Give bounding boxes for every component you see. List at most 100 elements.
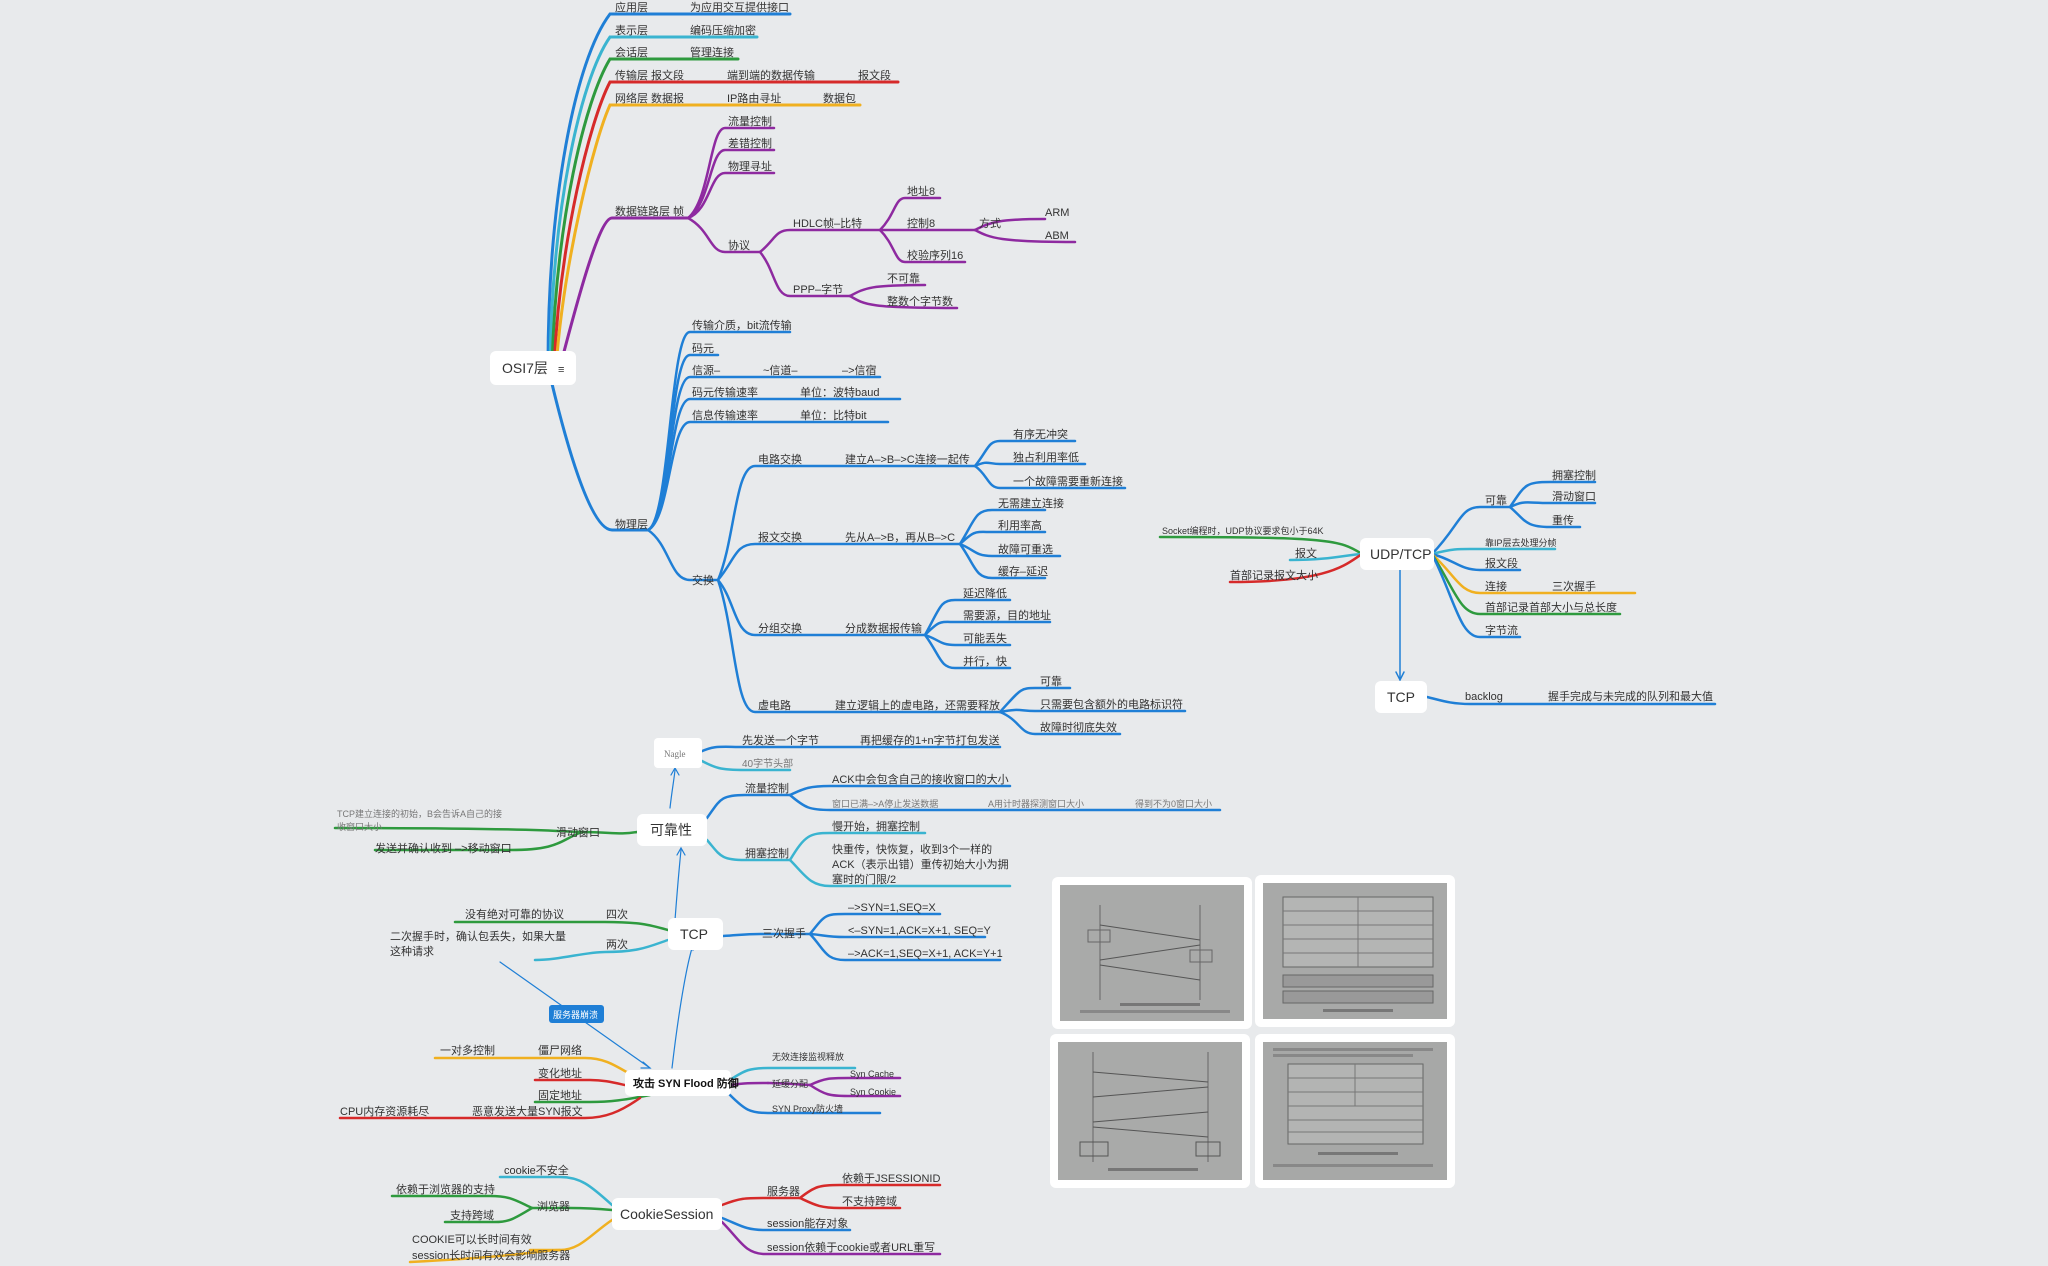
connector-line	[808, 932, 1002, 962]
node-label: session长时间有效会影响服务器	[412, 1248, 570, 1262]
photo-tcp-handshake-diagram[interactable]	[1052, 877, 1252, 1029]
osi-root-node[interactable]	[490, 351, 576, 385]
cookie-session-node[interactable]	[612, 1198, 722, 1230]
reliability-node[interactable]	[637, 814, 707, 846]
connector-line	[973, 464, 1127, 490]
node-label: 得到不为0窗口大小	[1135, 798, 1212, 809]
node-label: 地址8	[907, 184, 935, 198]
connector-line	[1430, 552, 1637, 595]
node-label: 报文交换	[758, 530, 802, 544]
connector-line	[333, 826, 584, 834]
node-label: 表示层	[615, 23, 648, 37]
connector-line	[923, 598, 1012, 637]
photo-ip-header-diagram[interactable]	[1255, 1034, 1455, 1188]
node-label: COOKIE可以长时间有效	[412, 1232, 532, 1246]
connector-line	[408, 1248, 562, 1264]
node-label: 建立逻辑上的虚电路，还需要释放	[835, 698, 1000, 712]
osi-labels: 应用层为应用交互提供接口 表示层编码压缩加密 会话层管理连接 传输层 报文段端到…	[615, 0, 1183, 734]
connector-line	[705, 793, 792, 820]
node-label: 拥塞控制	[745, 846, 789, 860]
node-label: PPP–字节	[793, 282, 843, 296]
connector-line	[698, 758, 792, 772]
node-label: 校验序列16	[907, 248, 963, 262]
node-label: 连接	[1485, 580, 1507, 593]
node-label: 可靠	[1485, 493, 1507, 507]
connector-line	[1395, 671, 1405, 682]
node-label: 单位：波特baud	[800, 385, 879, 399]
connector-line	[958, 508, 1047, 546]
connector-line	[698, 745, 1002, 754]
connector-line	[1508, 480, 1597, 509]
syn-labels: 僵尸网络 一对多控制 变化地址 固定地址 恶意发送大量SYN报文 CPU内存资源…	[340, 1043, 896, 1118]
node-label: 拥塞控制	[1552, 468, 1596, 482]
node-label: 编码压缩加密	[690, 23, 756, 37]
connector-line	[338, 1096, 642, 1120]
node-label: session依赖于cookie或者URL重写	[767, 1240, 935, 1254]
node-label: CPU内存资源耗尽	[340, 1104, 429, 1118]
node-label: 不支持跨域	[842, 1194, 897, 1208]
branch-phys	[546, 365, 650, 532]
node-label: 数据链路层 帧	[615, 204, 684, 218]
udp-root-node[interactable]	[1360, 538, 1434, 570]
node-label: 会话层	[615, 46, 648, 59]
connector-line	[1508, 501, 1597, 509]
connector-line	[669, 769, 676, 809]
node-label: 控制8	[907, 216, 935, 230]
node-label: 物理层	[615, 517, 648, 531]
connector-line	[1430, 552, 1522, 572]
nagle-node[interactable]	[654, 738, 702, 768]
node-label: 可能丢失	[963, 631, 1007, 645]
connector-line	[798, 1183, 942, 1200]
connector-line	[788, 858, 1012, 888]
node-label: ≡	[558, 364, 564, 376]
node-label: 协议	[728, 238, 750, 252]
connector-line	[1158, 535, 1364, 556]
node-label: 首部记录报文大小	[1230, 568, 1318, 582]
tcp-node[interactable]	[668, 918, 723, 950]
branch-sess	[550, 57, 740, 369]
node-label: 窗口已满–>A停止发送数据	[832, 798, 938, 809]
node-label: 依赖于JSESSIONID	[842, 1172, 940, 1185]
server-crash-badge[interactable]	[549, 1005, 604, 1023]
connector-line	[1425, 695, 1717, 706]
branch-net	[554, 103, 862, 369]
connector-line	[443, 1206, 534, 1224]
node-label: 利用率高	[998, 518, 1042, 532]
tcp-backlog-node[interactable]	[1375, 681, 1427, 713]
server-crash-label: 服务器崩溃	[553, 1009, 598, 1020]
node-label: 三次握手	[762, 926, 806, 940]
connector-line	[646, 330, 792, 532]
node-label: –>信宿	[842, 363, 877, 377]
node-label: IP路由寻址	[727, 91, 781, 105]
connector-line	[958, 542, 1062, 558]
node-label: ACK（表示出错）重传初始大小为拥	[832, 857, 1009, 871]
connector-line	[728, 1066, 857, 1082]
connector-line	[716, 578, 927, 637]
node-label: 依赖于浏览器的支持	[396, 1182, 495, 1196]
connector-line	[808, 1076, 902, 1087]
connector-line	[998, 686, 1072, 714]
photo-tcp-header-diagram[interactable]	[1255, 875, 1455, 1027]
node-label: 不可靠	[887, 271, 920, 285]
node-label: 电路交换	[758, 452, 802, 466]
connector-line	[686, 171, 776, 220]
node-label: 字节流	[1485, 623, 1518, 637]
reliability-label: 可靠性	[650, 822, 692, 838]
node-label: 信息传输速率	[692, 408, 758, 422]
syn-flood-node[interactable]	[625, 1070, 731, 1096]
node-label: 分成数据报传输	[845, 621, 922, 635]
cookie-session-labels: cookie不安全 浏览器 依赖于浏览器的支持 支持跨域 COOKIE可以长时间…	[396, 1163, 940, 1262]
node-label: 40字节头部	[742, 757, 793, 770]
connector-line	[716, 542, 962, 582]
node-label: session能存对象	[767, 1216, 848, 1230]
connector-line	[923, 620, 1052, 637]
photo-tcp-close-diagram[interactable]	[1050, 1034, 1250, 1188]
node-label: 握手完成与未完成的队列和最大值	[1548, 689, 1713, 703]
connector-line	[720, 1216, 852, 1232]
connector-line	[721, 932, 812, 938]
node-label: 应用层	[615, 0, 648, 14]
node-label: 浏览器	[537, 1199, 570, 1213]
connector-line	[498, 1175, 614, 1207]
connector-line	[878, 228, 967, 264]
